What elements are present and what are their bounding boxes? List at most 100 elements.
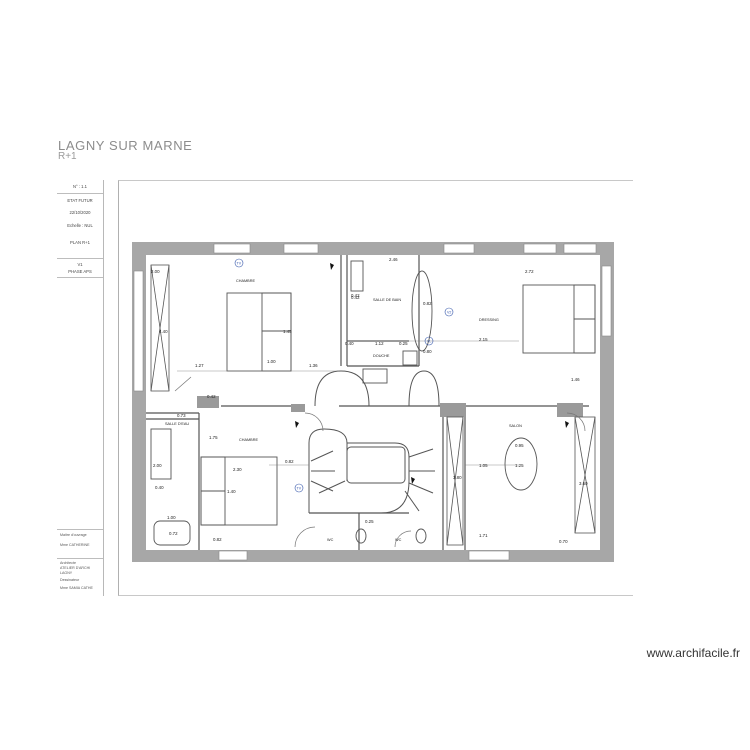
stair-well: [346, 446, 406, 484]
dimension-label: 0.82: [423, 301, 432, 306]
dimension-label: 1.00: [267, 359, 276, 364]
furniture: [150, 260, 596, 546]
floor-subtitle: R+1: [58, 151, 77, 162]
cartouche-divider: [57, 193, 103, 194]
light-icon: [565, 421, 569, 428]
dimension-label: 0.95: [515, 443, 524, 448]
dimension-label: 1.71: [479, 533, 488, 538]
window-east: [601, 265, 612, 337]
dimension-label: 0.72: [169, 531, 178, 536]
cartouche-divider: [57, 529, 103, 530]
bathtub-small: [153, 520, 191, 546]
window-south-1: [218, 550, 248, 561]
dimension-label: 2.46: [389, 257, 398, 262]
plan-sheet: CHAMBRE SALLE DE BAIN DOUCHE DRESSING SA…: [118, 180, 633, 596]
toilet-1: [355, 528, 367, 544]
dimension-label: 3.60: [579, 481, 588, 486]
dimension-label: 1.27: [195, 363, 204, 368]
room-label: WC: [395, 538, 402, 542]
dimension-label: 0.42: [207, 394, 216, 399]
stair-step: [310, 480, 334, 492]
wardrobe-cross: [574, 416, 596, 534]
dimension-label: 0.40: [345, 341, 354, 346]
window-north-3: [443, 243, 475, 254]
dimension-label: 0.80: [423, 349, 432, 354]
stair-step: [310, 450, 334, 462]
cartouche-divider: [57, 277, 103, 278]
stair-landing-west: [314, 370, 370, 407]
marker-label: VL: [427, 339, 431, 343]
dimension-label: 1.46: [571, 377, 580, 382]
marker-circle: [294, 483, 304, 493]
windows: [133, 243, 612, 561]
light-icon: [295, 421, 299, 428]
cartouche-drafter-label: Dessinateur: [60, 578, 80, 582]
room-label: CHAMBRE: [239, 438, 258, 442]
light-icon: [411, 477, 415, 484]
window-north-4: [523, 243, 557, 254]
room-label: SALLE D'EAU: [165, 422, 189, 426]
bed-1-pillow: [261, 292, 292, 332]
wall-pillar: [197, 396, 219, 408]
cartouche-phase: PHASE APS: [68, 269, 92, 274]
light-symbols: [295, 263, 569, 484]
wall-pillar: [440, 403, 466, 417]
title-block: N° : 1.1 ETAT FUTUR 22/10/2020 Echelle :…: [57, 180, 104, 596]
window-north-1: [213, 243, 251, 254]
window-south-2: [468, 550, 510, 561]
window-north-2: [283, 243, 319, 254]
floor-plan: CHAMBRE SALLE DE BAIN DOUCHE DRESSING SA…: [132, 242, 614, 562]
door-swing: [294, 526, 316, 548]
bed-1-pillow: [261, 330, 292, 372]
marker-circle: [424, 336, 434, 346]
dimension-label: 0.40: [155, 485, 164, 490]
dimension-label: 4.40: [159, 329, 168, 334]
dimension-label: 2.30: [233, 467, 242, 472]
stair-step: [318, 480, 346, 494]
doors: [174, 376, 586, 548]
stair-outline-inner: [347, 442, 410, 514]
dimension-label: 0.82: [213, 537, 222, 542]
north-wall: [132, 242, 614, 255]
window-north-5: [563, 243, 597, 254]
room-labels: CHAMBRE SALLE DE BAIN DOUCHE DRESSING SA…: [165, 279, 522, 542]
bed-3-pillow: [200, 456, 226, 492]
dimension-label: 0.42: [351, 295, 360, 300]
dimension-label: 1.12: [375, 341, 384, 346]
staircase: [308, 370, 440, 514]
door-swing: [304, 412, 324, 432]
marker-circle: [444, 307, 454, 317]
wardrobe-east: [574, 416, 596, 534]
cartouche-date: 22/10/2020: [69, 210, 91, 215]
room-label: WC: [327, 538, 334, 542]
room-label: DOUCHE: [373, 354, 390, 358]
dimension-label: 1.40: [227, 489, 236, 494]
stair-landing-east: [408, 370, 440, 407]
dimension-label: 0.70: [559, 539, 568, 544]
dimension-label: 2.00: [153, 463, 162, 468]
door-swing: [566, 412, 586, 432]
cartouche-divider: [57, 258, 103, 259]
cartouche-owner: Mme CATHERINE: [60, 543, 90, 547]
room-label: SALON: [509, 424, 522, 428]
dimension-lines: [177, 340, 519, 466]
watermark-link[interactable]: www.archifacile.fr: [646, 646, 740, 660]
dimension-label: 2.15: [479, 337, 488, 342]
dimension-label: 0.82: [285, 459, 294, 464]
dimension-label: 1.05: [479, 463, 488, 468]
cartouche-architect: ATELIER D'ARCHI: [60, 566, 91, 570]
dimension-label: 3.80: [453, 475, 462, 480]
dimension-label: 0.42: [351, 293, 360, 298]
bed-1: [226, 292, 292, 372]
network-markers: TV V2 VL TV: [234, 258, 454, 493]
dimension-label: 1.36: [309, 363, 318, 368]
stair-outline: [308, 428, 348, 513]
marker-circle: [234, 258, 244, 268]
wall-pillar: [557, 403, 583, 417]
stair-step: [408, 448, 434, 458]
wardrobe-west: [150, 264, 170, 392]
stair-step: [404, 490, 420, 512]
wardrobe-cross: [446, 416, 464, 546]
cartouche-drafter: Mme SAMIA CATHE: [60, 586, 93, 590]
cartouche-owner-label: Maitre d'ouvrage: [60, 533, 87, 537]
